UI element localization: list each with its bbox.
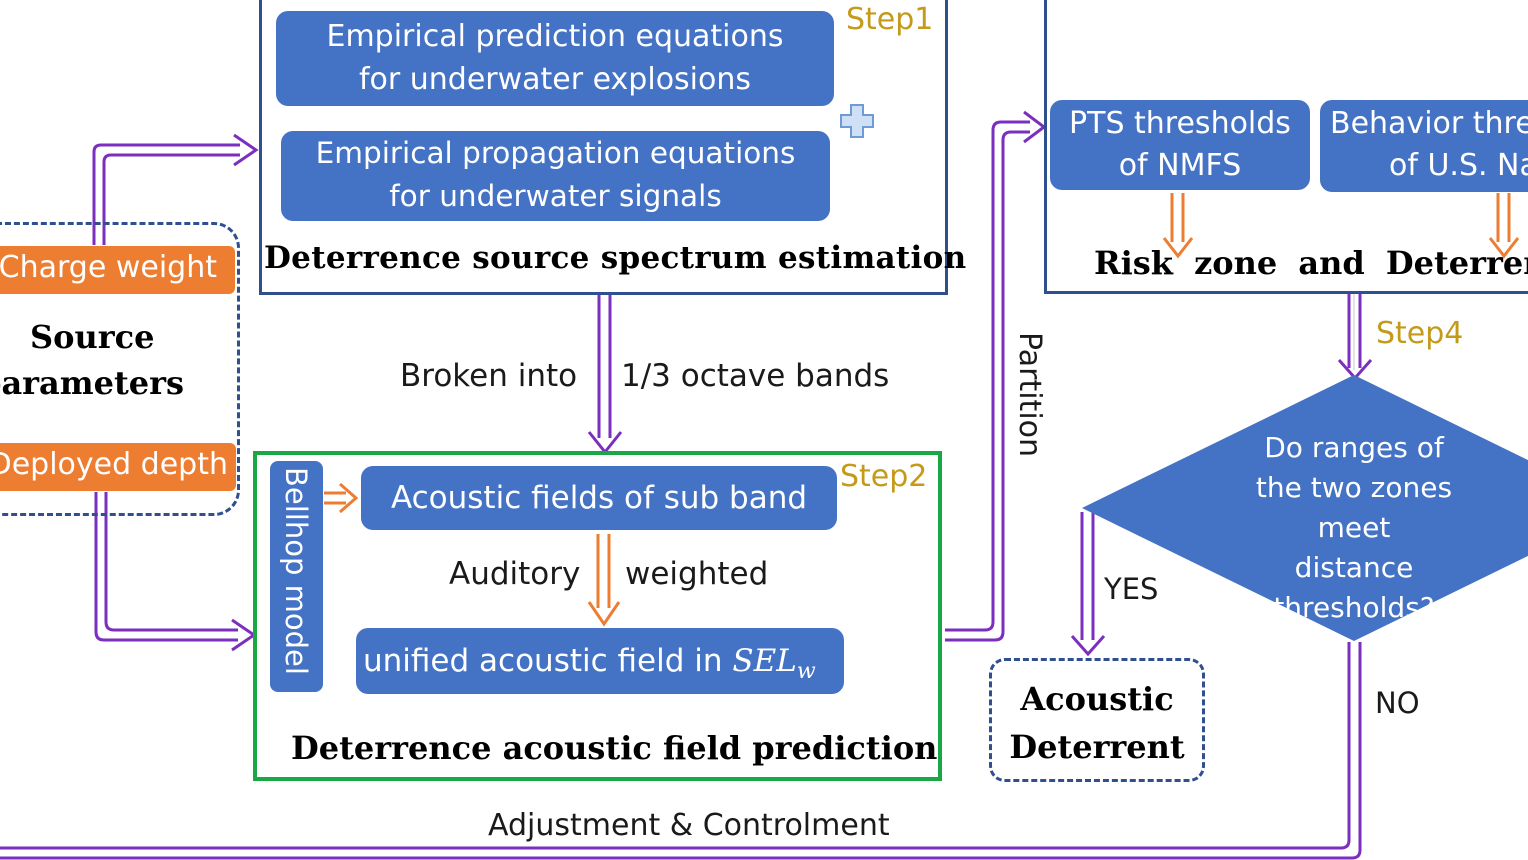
step1-frame <box>259 0 948 295</box>
source-title-line2: parameters <box>0 364 184 402</box>
bellhop-model-label: Bellhop model <box>279 467 313 675</box>
arrow-behavior-to-deterrent <box>1496 193 1511 242</box>
step4-label: Step4 <box>1376 316 1464 351</box>
empirical-prediction-line1: Empirical prediction equations <box>326 19 784 54</box>
empirical-prediction-box: Empirical prediction equations for under… <box>276 11 834 106</box>
unified-field-sub: w <box>796 659 816 685</box>
deployed-depth-label: Deployed depth <box>0 447 228 482</box>
band-split-left: Broken into <box>400 358 578 394</box>
weight-left: Auditory <box>449 556 581 592</box>
decision-line4: thresholds? <box>1273 591 1435 624</box>
band-split-right: 1/3 octave bands <box>621 358 890 394</box>
decision-line1: Do ranges of <box>1264 431 1444 464</box>
charge-weight-box: Charge weight <box>0 246 235 294</box>
deployed-depth-box: Deployed depth <box>0 443 236 491</box>
decision-line3: meet distance <box>1294 511 1414 584</box>
empirical-propagation-line1: Empirical propagation equations <box>315 136 796 170</box>
deployed-depth-clip: Deployed depth <box>0 443 236 491</box>
bellhop-model-box: Bellhop model <box>270 461 323 692</box>
source-title-line1: Source <box>30 318 155 356</box>
yes-label: YES <box>1104 572 1159 606</box>
arrow-bellhop-to-subband <box>324 491 346 505</box>
partition-label: Partition <box>1012 332 1047 458</box>
arrow-source-to-step2 <box>94 492 238 642</box>
unified-field-box: unified acoustic field in SELw <box>356 628 844 694</box>
behavior-thresholds-line2: of U.S. Navy <box>1389 148 1528 183</box>
step3-clip: PTS thresholds of NMFS Behavior threshol… <box>1040 0 1528 298</box>
step1-label: Step1 <box>846 2 934 37</box>
pts-thresholds-line2: of NMFS <box>1118 148 1242 183</box>
plus-icon <box>840 104 874 138</box>
pts-thresholds-line1: PTS thresholds <box>1069 106 1291 141</box>
step2-frame <box>253 451 942 781</box>
acoustic-deterrent-box: Acoustic Deterrent <box>989 658 1205 782</box>
subband-fields-box: Acoustic fields of sub band <box>361 466 837 530</box>
arrow-pts-to-risk <box>1170 193 1185 242</box>
step3-title: Risk zone and Deterrent zone <box>1094 244 1528 282</box>
no-label: NO <box>1375 686 1420 720</box>
behavior-thresholds-box: Behavior thresholds of U.S. Navy <box>1320 100 1528 192</box>
subband-fields-label: Acoustic fields of sub band <box>390 480 808 516</box>
decision-clip: Do ranges of the two zones meet distance… <box>1080 370 1528 650</box>
unified-field-var: SEL <box>732 643 797 679</box>
charge-weight-label: Charge weight <box>0 250 217 285</box>
empirical-prediction-line2: for underwater explosions <box>358 62 752 97</box>
pts-thresholds-box: PTS thresholds of NMFS <box>1050 100 1310 190</box>
acoustic-deterrent-line2: Deterrent <box>1009 728 1185 766</box>
acoustic-deterrent-line1: Acoustic <box>1020 680 1174 718</box>
empirical-propagation-line2: for underwater signals <box>389 179 722 213</box>
step1-title: Deterrence source spectrum estimation <box>264 240 967 276</box>
arrow-no-feedback <box>0 642 1351 850</box>
decision-diamond <box>1082 375 1528 641</box>
unified-field-label: unified acoustic field in <box>363 643 733 679</box>
behavior-thresholds-line1: Behavior thresholds <box>1330 106 1528 141</box>
empirical-propagation-box: Empirical propagation equations for unde… <box>281 131 830 221</box>
source-parameters-group <box>0 222 240 516</box>
charge-weight-clip: Charge weight <box>0 246 235 296</box>
decision-line2: the two zones <box>1255 471 1453 504</box>
arrow-step2-to-step3 <box>945 130 1030 642</box>
step2-title: Deterrence acoustic field prediction <box>291 729 938 767</box>
source-title-clip: Source parameters <box>0 316 240 416</box>
arrow-source-to-step1 <box>92 143 240 245</box>
weight-right: weighted <box>625 556 769 592</box>
step2-label: Step2 <box>840 459 928 494</box>
arrow-subband-to-unified <box>596 534 611 608</box>
step3-frame <box>1044 0 1528 294</box>
decision-text: Do ranges of the two zones meet distance… <box>1254 428 1454 628</box>
feedback-label: Adjustment & Controlment <box>488 808 890 843</box>
